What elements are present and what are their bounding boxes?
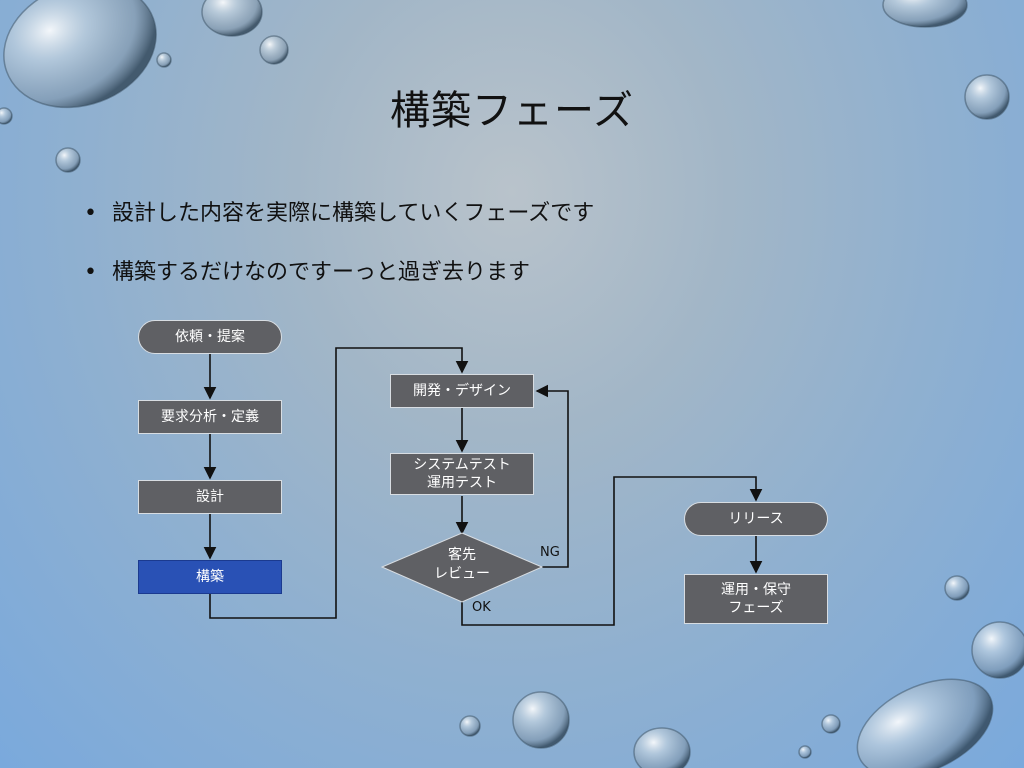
node-review-label: 客先 レビュー xyxy=(412,546,512,584)
bullet-text: 構築するだけなのですーっと過ぎ去ります xyxy=(112,260,531,285)
review-diamond xyxy=(380,532,544,603)
bullet-icon: • xyxy=(84,260,97,285)
node-release: リリース xyxy=(684,502,828,536)
node-review-line2: レビュー xyxy=(434,566,490,582)
edge-label-ng: NG xyxy=(540,545,560,560)
bullet-list: • 設計した内容を実際に構築していくフェーズです • 構築するだけなのですーっと… xyxy=(84,196,594,314)
arrow-review-ok-to-release xyxy=(461,476,763,626)
arrow-build-to-dev xyxy=(209,347,469,619)
node-ops: 運用・保守 フェーズ xyxy=(684,574,828,624)
node-dev: 開発・デザイン xyxy=(390,374,534,408)
node-design: 設計 xyxy=(138,480,282,514)
node-systest-line2: 運用テスト xyxy=(427,475,497,491)
node-systest-line1: システムテスト xyxy=(413,457,511,473)
slide-title: 構築フェーズ xyxy=(390,88,634,134)
edge-label-ok: OK xyxy=(472,600,491,615)
node-systest: システムテスト 運用テスト xyxy=(390,453,534,495)
node-ops-line1: 運用・保守 xyxy=(721,582,791,598)
node-build: 構築 xyxy=(138,560,282,594)
bullet-text: 設計した内容を実際に構築していくフェーズです xyxy=(112,201,595,226)
node-requirements: 要求分析・定義 xyxy=(138,400,282,434)
bullet-icon: • xyxy=(84,201,97,226)
bullet-item: • 構築するだけなのですーっと過ぎ去ります xyxy=(84,255,594,314)
node-review-line1: 客先 xyxy=(448,547,476,563)
node-ops-line2: フェーズ xyxy=(728,600,784,616)
node-request: 依頼・提案 xyxy=(138,320,282,354)
bullet-item: • 設計した内容を実際に構築していくフェーズです xyxy=(84,196,594,255)
arrow-review-ng-to-dev xyxy=(535,384,569,568)
